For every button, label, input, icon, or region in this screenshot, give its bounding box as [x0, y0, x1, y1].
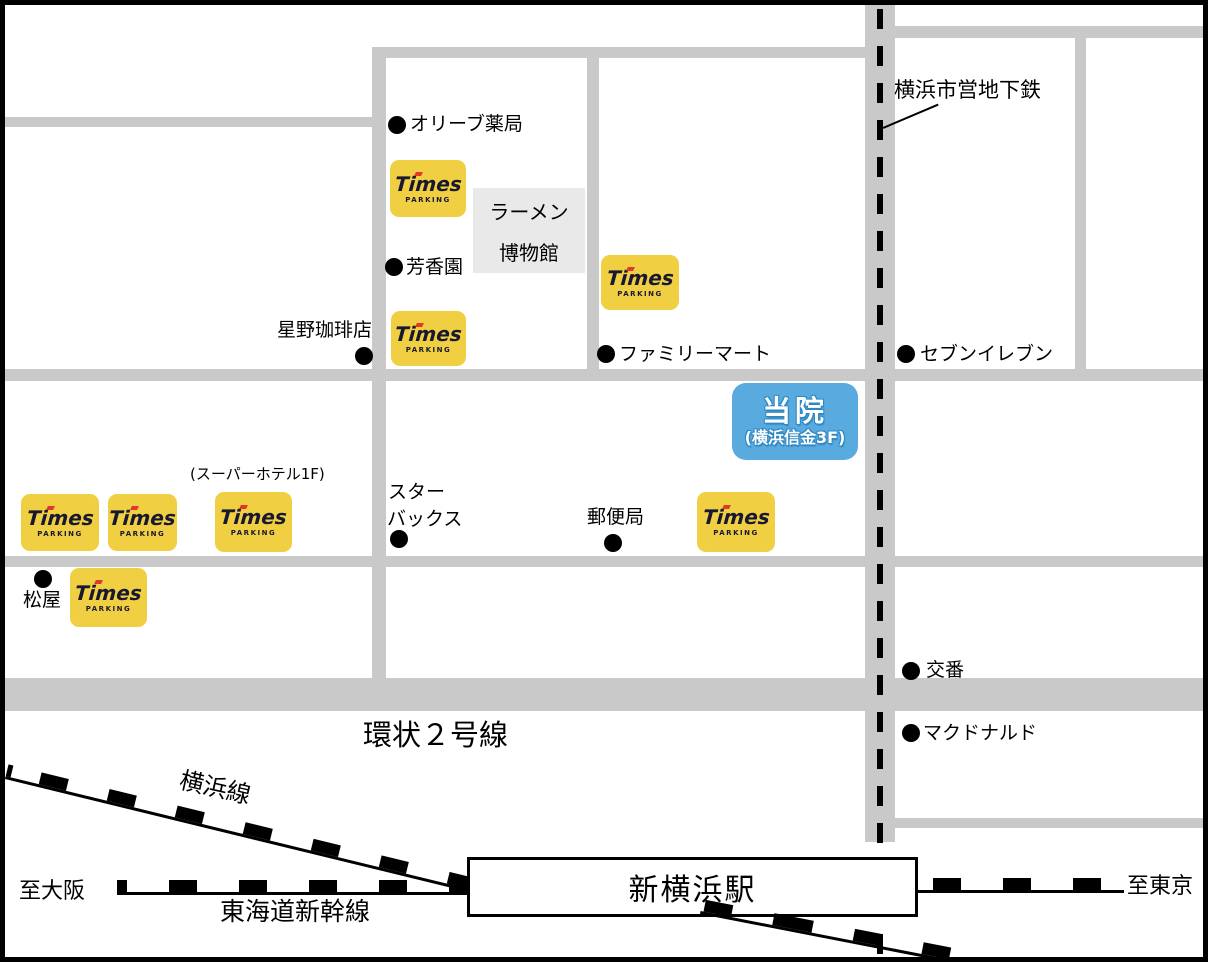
starbucks-label-line2: バックス [387, 508, 463, 530]
familymart-label: ファミリーマート [619, 343, 772, 365]
road-kanjo2 [5, 678, 1203, 711]
starbucks-label-line1: スター [388, 481, 446, 503]
subway-dashed-line [877, 9, 883, 957]
hoshino-coffee-label: 星野珈琲店 [277, 319, 373, 341]
road-horizontal-2 [5, 556, 1203, 567]
times-parking-text: PARKING [405, 345, 452, 354]
clinic-badge-floor-note: (横浜信金3F) [744, 427, 846, 447]
road-top-center [386, 47, 865, 58]
shinkansen-rail-east [918, 878, 1124, 893]
road-horizontal-1 [5, 369, 1203, 381]
hokoen-dot [385, 258, 403, 276]
clinic-badge-title: 当院 [761, 393, 828, 428]
times-brand-text: Times [605, 265, 675, 290]
times-parking-text: PARKING [713, 529, 759, 537]
to-tokyo-label: 至東京 [1127, 874, 1194, 899]
mcdonalds-dot [902, 724, 920, 742]
times-parking-logo: Times PARKING [391, 311, 466, 366]
times-red-accent-icon [129, 505, 139, 510]
road-upper-left [5, 117, 372, 127]
familymart-dot [597, 345, 615, 363]
hokoen-label: 芳香園 [406, 256, 464, 278]
post-office-label: 郵便局 [587, 506, 645, 528]
koban-dot [902, 662, 920, 680]
matsuya-label: 松屋 [23, 589, 62, 611]
tokaido-shinkansen-label: 東海道新幹線 [220, 897, 371, 926]
times-red-accent-icon [45, 505, 55, 510]
times-parking-logo: Times PARKING [390, 160, 466, 217]
rail-dashes [117, 880, 467, 892]
road-vertical-east [1075, 38, 1086, 369]
times-parking-logo: Times PARKING [21, 494, 99, 551]
ramen-museum-label-line1: ラーメン [489, 199, 569, 224]
kanjo2-label: 環状２号線 [363, 718, 509, 752]
times-brand-text: Times [25, 505, 95, 530]
times-brand-text: Times [219, 505, 288, 529]
super-hotel-note: (スーパーホテル1F) [190, 465, 325, 483]
matsuya-dot [34, 570, 52, 588]
times-parking-logo: Times PARKING [601, 255, 679, 310]
starbucks-dot [390, 530, 408, 548]
times-parking-logo: Times PARKING [697, 492, 775, 552]
times-parking-text: PARKING [230, 529, 277, 537]
times-parking-text: PARKING [85, 604, 132, 613]
seven-eleven-dot [897, 345, 915, 363]
to-osaka-label: 至大阪 [19, 879, 86, 904]
times-parking-logo: Times PARKING [215, 492, 292, 552]
road-vertical-mid [587, 58, 599, 369]
times-brand-text: Times [108, 505, 177, 530]
times-parking-logo: Times PARKING [70, 568, 147, 627]
times-red-accent-icon [625, 266, 635, 271]
road-vertical-west [372, 47, 386, 678]
seven-eleven-label: セブンイレブン [920, 343, 1054, 365]
shin-yokohama-station: 新横浜駅 [467, 857, 918, 917]
rail-line [918, 890, 1124, 893]
post-office-dot [604, 534, 622, 552]
times-parking-text: PARKING [37, 529, 83, 538]
clinic-badge: 当院 (横浜信金3F) [732, 383, 858, 460]
ramen-museum-block: ラーメン 博物館 [473, 188, 585, 273]
yokohama-line-label: 横浜線 [176, 766, 254, 810]
times-red-accent-icon [414, 322, 424, 327]
times-parking-logo: Times PARKING [108, 494, 177, 551]
ramen-museum-label-line2: 博物館 [499, 240, 559, 265]
times-parking-text: PARKING [405, 195, 451, 204]
mcdonalds-label: マクドナルド [923, 722, 1038, 744]
hoshino-coffee-dot [355, 347, 373, 365]
shinkansen-rail-west [117, 880, 467, 895]
subway-label: 横浜市営地下鉄 [894, 78, 1041, 102]
road-top-right [895, 26, 1203, 38]
times-brand-text: Times [701, 505, 771, 529]
times-brand-text: Times [393, 171, 463, 196]
olive-pharmacy-dot [388, 116, 406, 134]
times-brand-text: Times [394, 321, 463, 346]
times-red-accent-icon [721, 504, 731, 509]
rail-line [117, 892, 467, 895]
times-brand-text: Times [74, 580, 143, 605]
times-parking-text: PARKING [119, 529, 166, 538]
rail-dashes [918, 878, 1124, 890]
times-parking-text: PARKING [617, 289, 663, 298]
olive-pharmacy-label: オリーブ薬局 [410, 113, 523, 135]
koban-label: 交番 [926, 659, 965, 681]
road-lower-right [895, 818, 1203, 828]
